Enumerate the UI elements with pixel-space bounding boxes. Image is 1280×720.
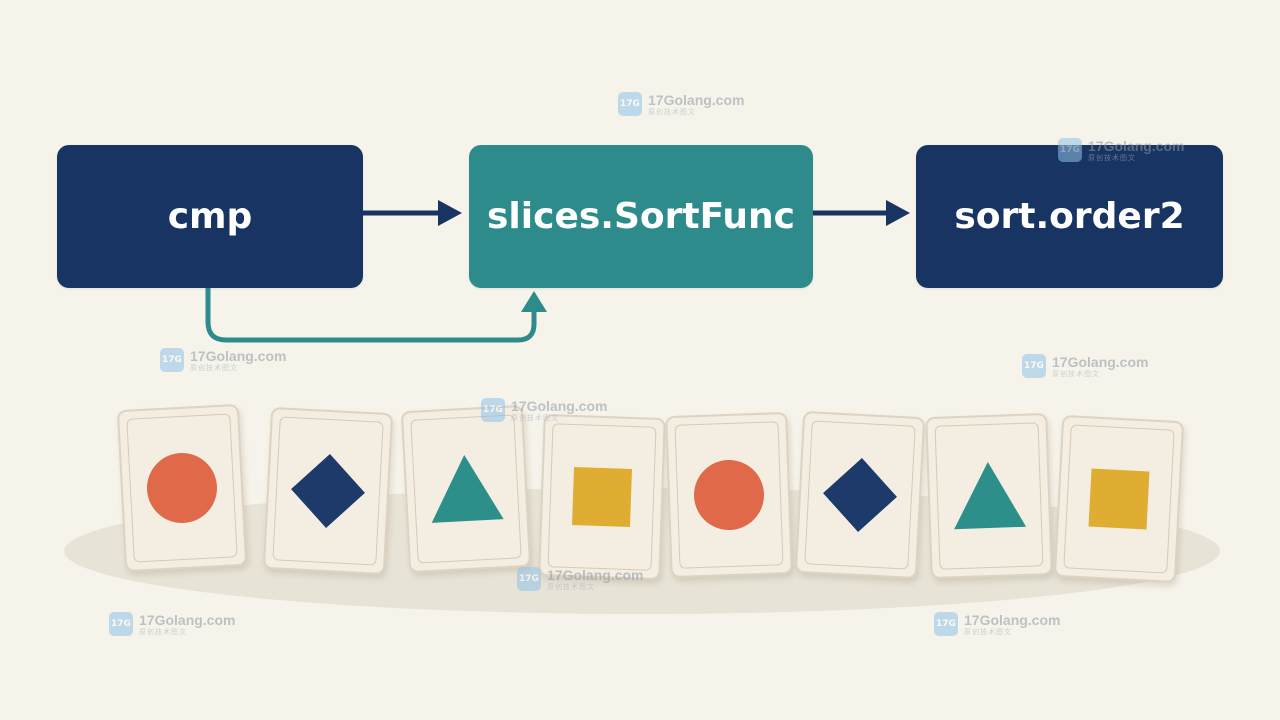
square-shape (572, 467, 632, 527)
diamond-shape (823, 458, 897, 532)
card-square-4 (538, 413, 666, 581)
diamond-shape (291, 454, 365, 528)
arrow-cmp-feed-into-sortfunc (205, 288, 547, 343)
triangle-shape (954, 462, 1027, 530)
watermark-subtitle: 原创技术图文 (139, 628, 187, 636)
card-square-8 (1053, 414, 1185, 584)
watermark-logo-icon: 17G (481, 398, 505, 422)
watermark-subtitle: 原创技术图文 (964, 628, 1012, 636)
arrow-cmp-to-sortfunc (363, 200, 462, 226)
watermark-site: 17Golang.com (648, 91, 745, 108)
watermark-site: 17Golang.com (511, 397, 608, 414)
triangle-shape (431, 455, 504, 523)
watermark-subtitle: 原创技术图文 (1088, 154, 1136, 162)
watermark-logo-icon: 17G (1022, 354, 1046, 378)
arrow-sortfunc-to-order2 (813, 200, 910, 226)
node-order2-label: sort.order2 (954, 196, 1185, 237)
watermark-logo-icon: 17G (517, 567, 541, 591)
watermark-site: 17Golang.com (964, 611, 1061, 628)
watermark-subtitle: 原创技术图文 (648, 108, 696, 116)
card-triangle-7 (925, 412, 1053, 580)
watermark-site: 17Golang.com (1088, 137, 1185, 154)
watermark-subtitle: 原创技术图文 (190, 364, 238, 372)
card-circle-1 (116, 403, 248, 573)
watermark-logo-icon: 17G (618, 92, 642, 116)
circle-shape (694, 460, 764, 530)
watermark-subtitle: 原创技术图文 (1052, 370, 1100, 378)
watermark-site: 17Golang.com (190, 347, 287, 364)
watermark-logo-icon: 17G (1058, 138, 1082, 162)
node-cmp: cmp (57, 145, 363, 288)
watermark-site: 17Golang.com (547, 566, 644, 583)
node-sort-order2: sort.order2 (916, 145, 1223, 288)
card-triangle-3 (400, 404, 532, 574)
node-slices-sortfunc: slices.SortFunc (469, 145, 813, 288)
card-diamond-2 (262, 406, 394, 576)
watermark-subtitle: 原创技术图文 (547, 583, 595, 591)
watermark-logo-icon: 17G (160, 348, 184, 372)
watermark-subtitle: 原创技术图文 (511, 414, 559, 422)
node-sortfunc-label: slices.SortFunc (487, 196, 795, 237)
watermark-logo-icon: 17G (109, 612, 133, 636)
watermark-site: 17Golang.com (1052, 353, 1149, 370)
square-shape (1088, 468, 1150, 530)
circle-shape (147, 453, 217, 524)
card-diamond-6 (794, 410, 926, 580)
card-circle-5 (665, 411, 793, 579)
node-cmp-label: cmp (167, 196, 253, 237)
watermark-logo-icon: 17G (934, 612, 958, 636)
watermark-site: 17Golang.com (139, 611, 236, 628)
